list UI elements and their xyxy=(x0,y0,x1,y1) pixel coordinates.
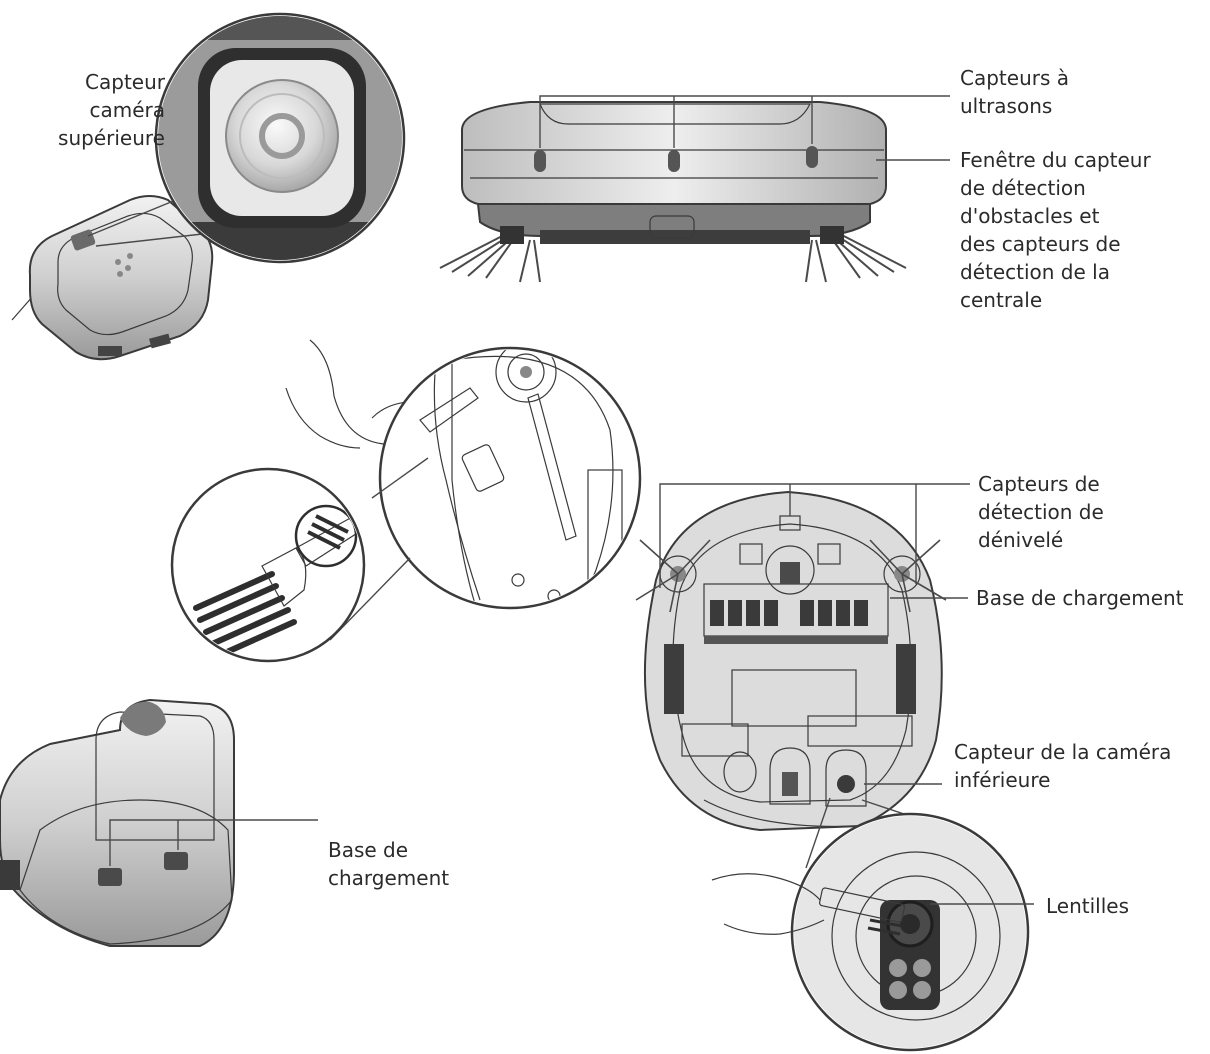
label-charging-base-robot: Base de chargement xyxy=(976,586,1184,610)
label-top-camera-sensor: Capteur caméra supérieure xyxy=(58,70,165,150)
top-camera-zoom xyxy=(154,12,406,264)
label-bottom-camera-sensor: Capteur de la caméra inférieure xyxy=(954,740,1172,792)
label-obstacle-sensor-window: Fenêtre du capteur de détection d'obstac… xyxy=(960,148,1151,312)
label-charging-base-station: Base de chargement xyxy=(328,838,450,890)
label-ultrasonic-sensors: Capteurs à ultrasons xyxy=(960,66,1069,118)
brush-zoom-large xyxy=(378,346,642,610)
hand-cleaning-lens xyxy=(711,873,905,936)
charging-station xyxy=(0,698,235,947)
lens-zoom xyxy=(790,812,1030,1052)
robot-bottom-view xyxy=(635,490,947,832)
label-cliff-sensors: Capteurs de détection de dénivelé xyxy=(978,472,1104,552)
brush-zoom-small xyxy=(170,467,366,663)
label-lenses: Lentilles xyxy=(1046,894,1130,918)
robot-front-view xyxy=(439,101,907,283)
robot-top-view xyxy=(11,195,214,361)
